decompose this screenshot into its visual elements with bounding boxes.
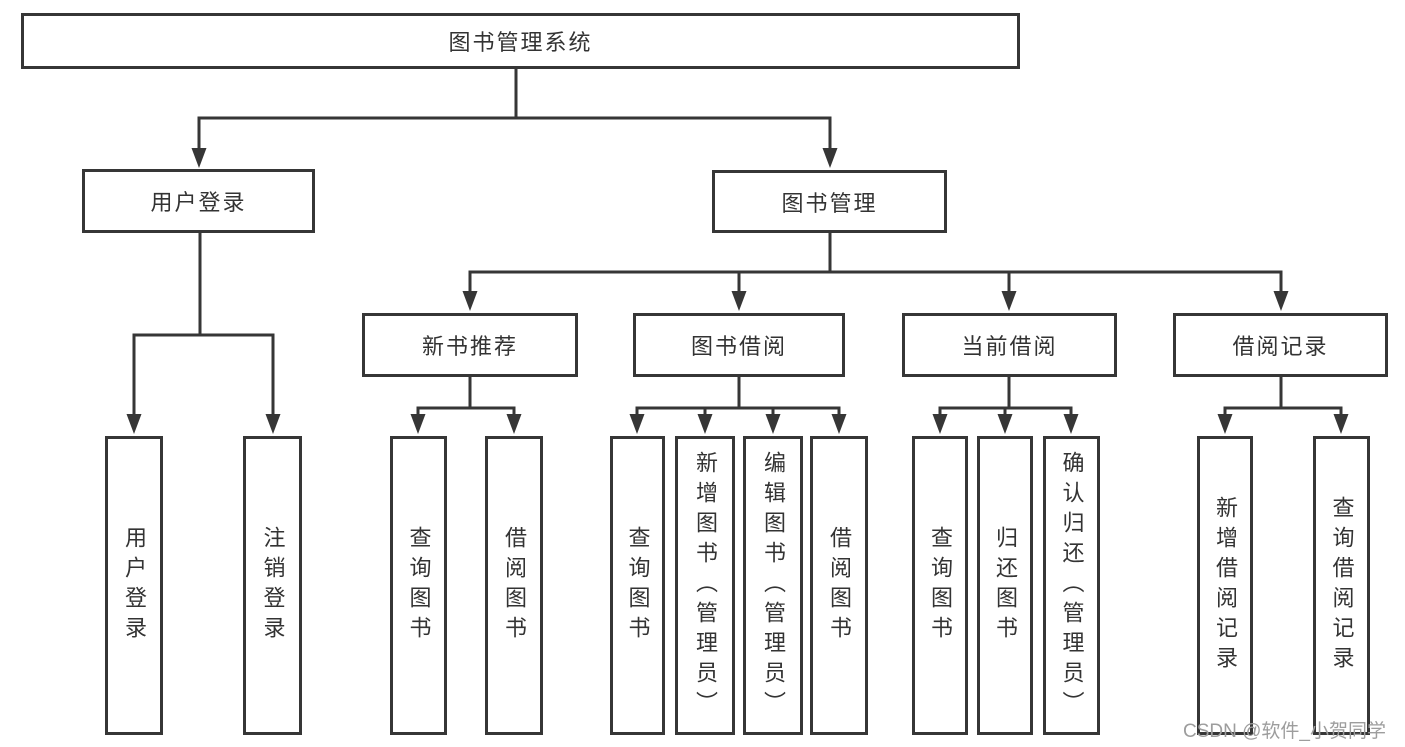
node-label: 查询图书 (406, 525, 432, 646)
node-book-borrow: 图书借阅 (633, 313, 845, 377)
node-leaf-query-book-1: 查询图书 (390, 436, 447, 735)
node-leaf-query-book-3: 查询图书 (912, 436, 968, 735)
connector-book-management-split (462, 233, 1289, 311)
node-borrow-record: 借阅记录 (1173, 313, 1388, 377)
node-label: 编辑图书（管理员） (761, 450, 786, 721)
arrow-down-icon (1001, 291, 1017, 311)
node-user-login: 用户登录 (82, 169, 315, 233)
connector-book-borrow-split (629, 376, 847, 434)
connector-new-book-split (410, 376, 522, 434)
node-root-system: 图书管理系统 (21, 13, 1020, 69)
node-label: 借阅图书 (502, 525, 527, 646)
arrow-down-icon (629, 414, 645, 434)
arrow-down-icon (1217, 414, 1233, 434)
connector-borrow-record-split (1217, 377, 1349, 434)
node-leaf-query-borrow-record: 查询借阅记录 (1313, 436, 1370, 735)
arrow-down-icon (265, 414, 281, 434)
arrow-down-icon (1063, 414, 1079, 434)
arrow-down-icon (822, 148, 838, 168)
node-label: 用户登录 (122, 525, 147, 646)
node-leaf-borrow-book-2: 借阅图书 (810, 436, 868, 735)
node-leaf-edit-book-admin: 编辑图书（管理员） (743, 436, 803, 735)
node-label: 确认归还（管理员） (1059, 450, 1085, 721)
node-leaf-borrow-book-1: 借阅图书 (485, 436, 543, 735)
arrow-down-icon (191, 148, 207, 168)
arrow-down-icon (1333, 414, 1349, 434)
node-label: 新增图书（管理员） (693, 450, 718, 721)
node-leaf-return-book: 归还图书 (977, 436, 1033, 735)
node-leaf-user-login: 用户登录 (105, 436, 163, 735)
arrow-down-icon (831, 414, 847, 434)
connector-user-login-split (126, 232, 281, 434)
arrow-down-icon (1273, 291, 1289, 311)
node-current-borrow: 当前借阅 (902, 313, 1117, 377)
node-leaf-logout: 注销登录 (243, 436, 302, 735)
node-label: 查询图书 (928, 525, 953, 646)
node-leaf-add-borrow-record: 新增借阅记录 (1197, 436, 1253, 735)
connector-root-split (191, 68, 838, 168)
arrow-down-icon (932, 414, 948, 434)
arrow-down-icon (462, 291, 478, 311)
node-label: 借阅图书 (827, 525, 852, 646)
arrow-down-icon (731, 291, 747, 311)
node-label: 查询图书 (625, 525, 651, 646)
arrow-down-icon (410, 414, 426, 434)
node-leaf-add-book-admin: 新增图书（管理员） (675, 436, 735, 735)
watermark-text: CSDN @软件_小贺同学 (1183, 721, 1386, 742)
arrow-down-icon (997, 414, 1013, 434)
arrow-down-icon (126, 414, 142, 434)
node-label: 归还图书 (993, 525, 1018, 646)
node-leaf-query-book-2: 查询图书 (610, 436, 665, 735)
arrow-down-icon (697, 414, 713, 434)
node-label: 新增借阅记录 (1213, 495, 1238, 676)
node-label: 注销登录 (260, 525, 286, 646)
connector-current-borrow-split (932, 377, 1079, 434)
node-label: 查询借阅记录 (1329, 495, 1355, 676)
node-leaf-confirm-return-admin: 确认归还（管理员） (1043, 436, 1100, 735)
node-book-management: 图书管理 (712, 170, 947, 233)
arrow-down-icon (765, 414, 781, 434)
node-new-book-recommend: 新书推荐 (362, 313, 578, 377)
arrow-down-icon (506, 414, 522, 434)
